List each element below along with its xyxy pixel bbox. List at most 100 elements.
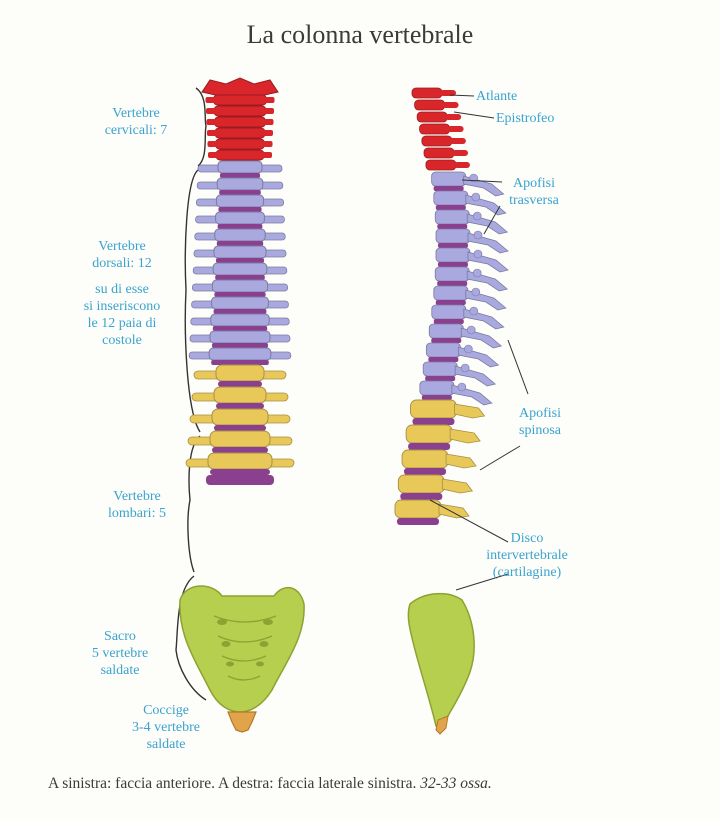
dorsal-vertebra	[213, 245, 267, 259]
spinous-process-lateral	[452, 150, 469, 156]
intervertebral-disc	[219, 190, 261, 195]
cervical-vertebra	[215, 138, 265, 150]
transverse-process-lateral	[460, 363, 470, 373]
lateral-spine	[394, 87, 509, 525]
transverse-process	[207, 141, 218, 147]
intervertebral-disc-lateral	[396, 518, 439, 525]
intervertebral-disc-lateral	[435, 205, 466, 210]
dorsal-vertebra-lateral	[431, 171, 467, 187]
intervertebral-disc	[218, 381, 262, 387]
cervical-vertebra-lateral	[411, 87, 443, 99]
transverse-process-lateral	[471, 192, 481, 202]
spinous-process-lateral	[442, 102, 459, 108]
spinous-process-lateral	[453, 162, 470, 168]
transverse-process	[263, 119, 274, 125]
cervical-vertebra	[213, 94, 267, 106]
transverse-process-lateral	[472, 268, 482, 278]
intervertebral-disc-lateral	[433, 186, 464, 191]
cervical-vertebra-lateral	[419, 123, 450, 135]
lumbar-vertebra	[215, 364, 265, 382]
lumbar-vertebra-lateral	[405, 424, 453, 444]
intervertebral-disc-lateral	[437, 243, 468, 248]
dorsal-vertebra	[215, 194, 265, 208]
transverse-process-lateral	[471, 287, 481, 297]
lumbar-vertebra-lateral	[397, 474, 445, 494]
dorsal-vertebra	[211, 279, 269, 293]
intervertebral-disc-lateral	[400, 493, 443, 500]
spinous-process-lateral	[447, 126, 464, 132]
label-cervical: Vertebre cervicali: 7	[104, 106, 168, 138]
intervertebral-disc	[220, 173, 260, 178]
dorsal-vertebra-lateral	[435, 247, 471, 263]
label-spinous-process: Apofisi spinosa	[519, 406, 561, 438]
lumbar-vertebra	[213, 386, 267, 404]
intervertebral-disc-lateral	[425, 376, 456, 381]
dorsal-vertebra-lateral	[433, 190, 469, 206]
sacrum-lines	[213, 615, 277, 681]
transverse-process	[264, 108, 274, 114]
cervical-vertebra	[214, 116, 266, 128]
transverse-process-lateral	[464, 344, 473, 354]
dorsal-vertebra	[216, 177, 264, 191]
anterior-spine	[185, 77, 295, 485]
intervertebral-disc	[212, 326, 268, 331]
dorsal-vertebra-lateral	[431, 304, 467, 320]
label-coccyx: Coccige 3-4 vertebre saldate	[131, 703, 201, 752]
intervertebral-disc-lateral	[404, 468, 447, 475]
lumbar-vertebra-lateral	[410, 399, 457, 419]
transverse-process-lateral	[457, 382, 467, 392]
dorsal-vertebra-lateral	[435, 228, 471, 244]
spinous-process-lateral	[440, 90, 456, 96]
transverse-process	[208, 152, 218, 158]
transverse-process-lateral	[469, 306, 479, 316]
transverse-process-lateral	[472, 211, 482, 221]
cervical-vertebra	[214, 127, 266, 139]
dorsal-vertebra	[210, 313, 270, 327]
lumbar-vertebra	[207, 452, 273, 470]
spinous-process-lateral	[438, 503, 470, 519]
transverse-process	[206, 108, 216, 114]
intervertebral-disc-lateral	[428, 357, 459, 362]
bracket-lumbar	[187, 435, 201, 573]
dorsal-vertebra	[217, 160, 263, 174]
intervertebral-disc	[218, 207, 262, 212]
intervertebral-disc	[214, 292, 266, 297]
transverse-process-lateral	[466, 325, 476, 335]
cervical-vertebra-lateral	[414, 99, 446, 111]
label-transverse-process: Apofisi trasversa	[509, 176, 559, 208]
coccyx-lateral	[435, 715, 449, 735]
label-atlas: Atlante	[476, 89, 518, 104]
pointer-lines	[429, 94, 529, 591]
intervertebral-disc-lateral	[435, 300, 466, 305]
sacrum-lateral	[407, 592, 475, 728]
spinous-process-lateral	[449, 428, 481, 444]
intervertebral-disc-lateral	[437, 262, 468, 267]
intervertebral-disc-lateral	[431, 338, 462, 343]
dorsal-vertebra	[214, 228, 266, 242]
figure-caption: A sinistra: faccia anteriore. A destra: …	[48, 775, 492, 792]
intervertebral-disc	[212, 447, 268, 453]
cervical-vertebra	[215, 149, 265, 161]
cervical-vertebra-lateral	[423, 147, 455, 159]
label-intervertebral-disc: Disco intervertebrale (cartilagine)	[486, 531, 568, 580]
atlas-anterior	[201, 77, 279, 97]
dorsal-vertebra	[209, 330, 271, 344]
transverse-process	[263, 130, 273, 136]
sacrum-foramina	[217, 619, 273, 667]
spinous-process-lateral	[454, 403, 486, 419]
intervertebral-disc	[212, 343, 268, 348]
sacrum-anterior	[179, 585, 305, 713]
label-lumbar: Vertebre lombari: 5	[108, 489, 166, 521]
transverse-process	[206, 119, 217, 125]
intervertebral-disc	[215, 275, 265, 280]
intervertebral-disc-lateral	[437, 224, 468, 229]
spinous-process-lateral	[441, 478, 474, 494]
dorsal-vertebra-lateral	[425, 342, 461, 358]
transverse-process	[205, 97, 216, 103]
spinous-process-lateral	[445, 114, 462, 120]
cervical-vertebra-lateral	[425, 159, 457, 171]
page-title: La colonna vertebrale	[246, 20, 474, 49]
dorsal-vertebra-lateral	[433, 285, 469, 301]
bracket-sacrum	[175, 575, 207, 701]
